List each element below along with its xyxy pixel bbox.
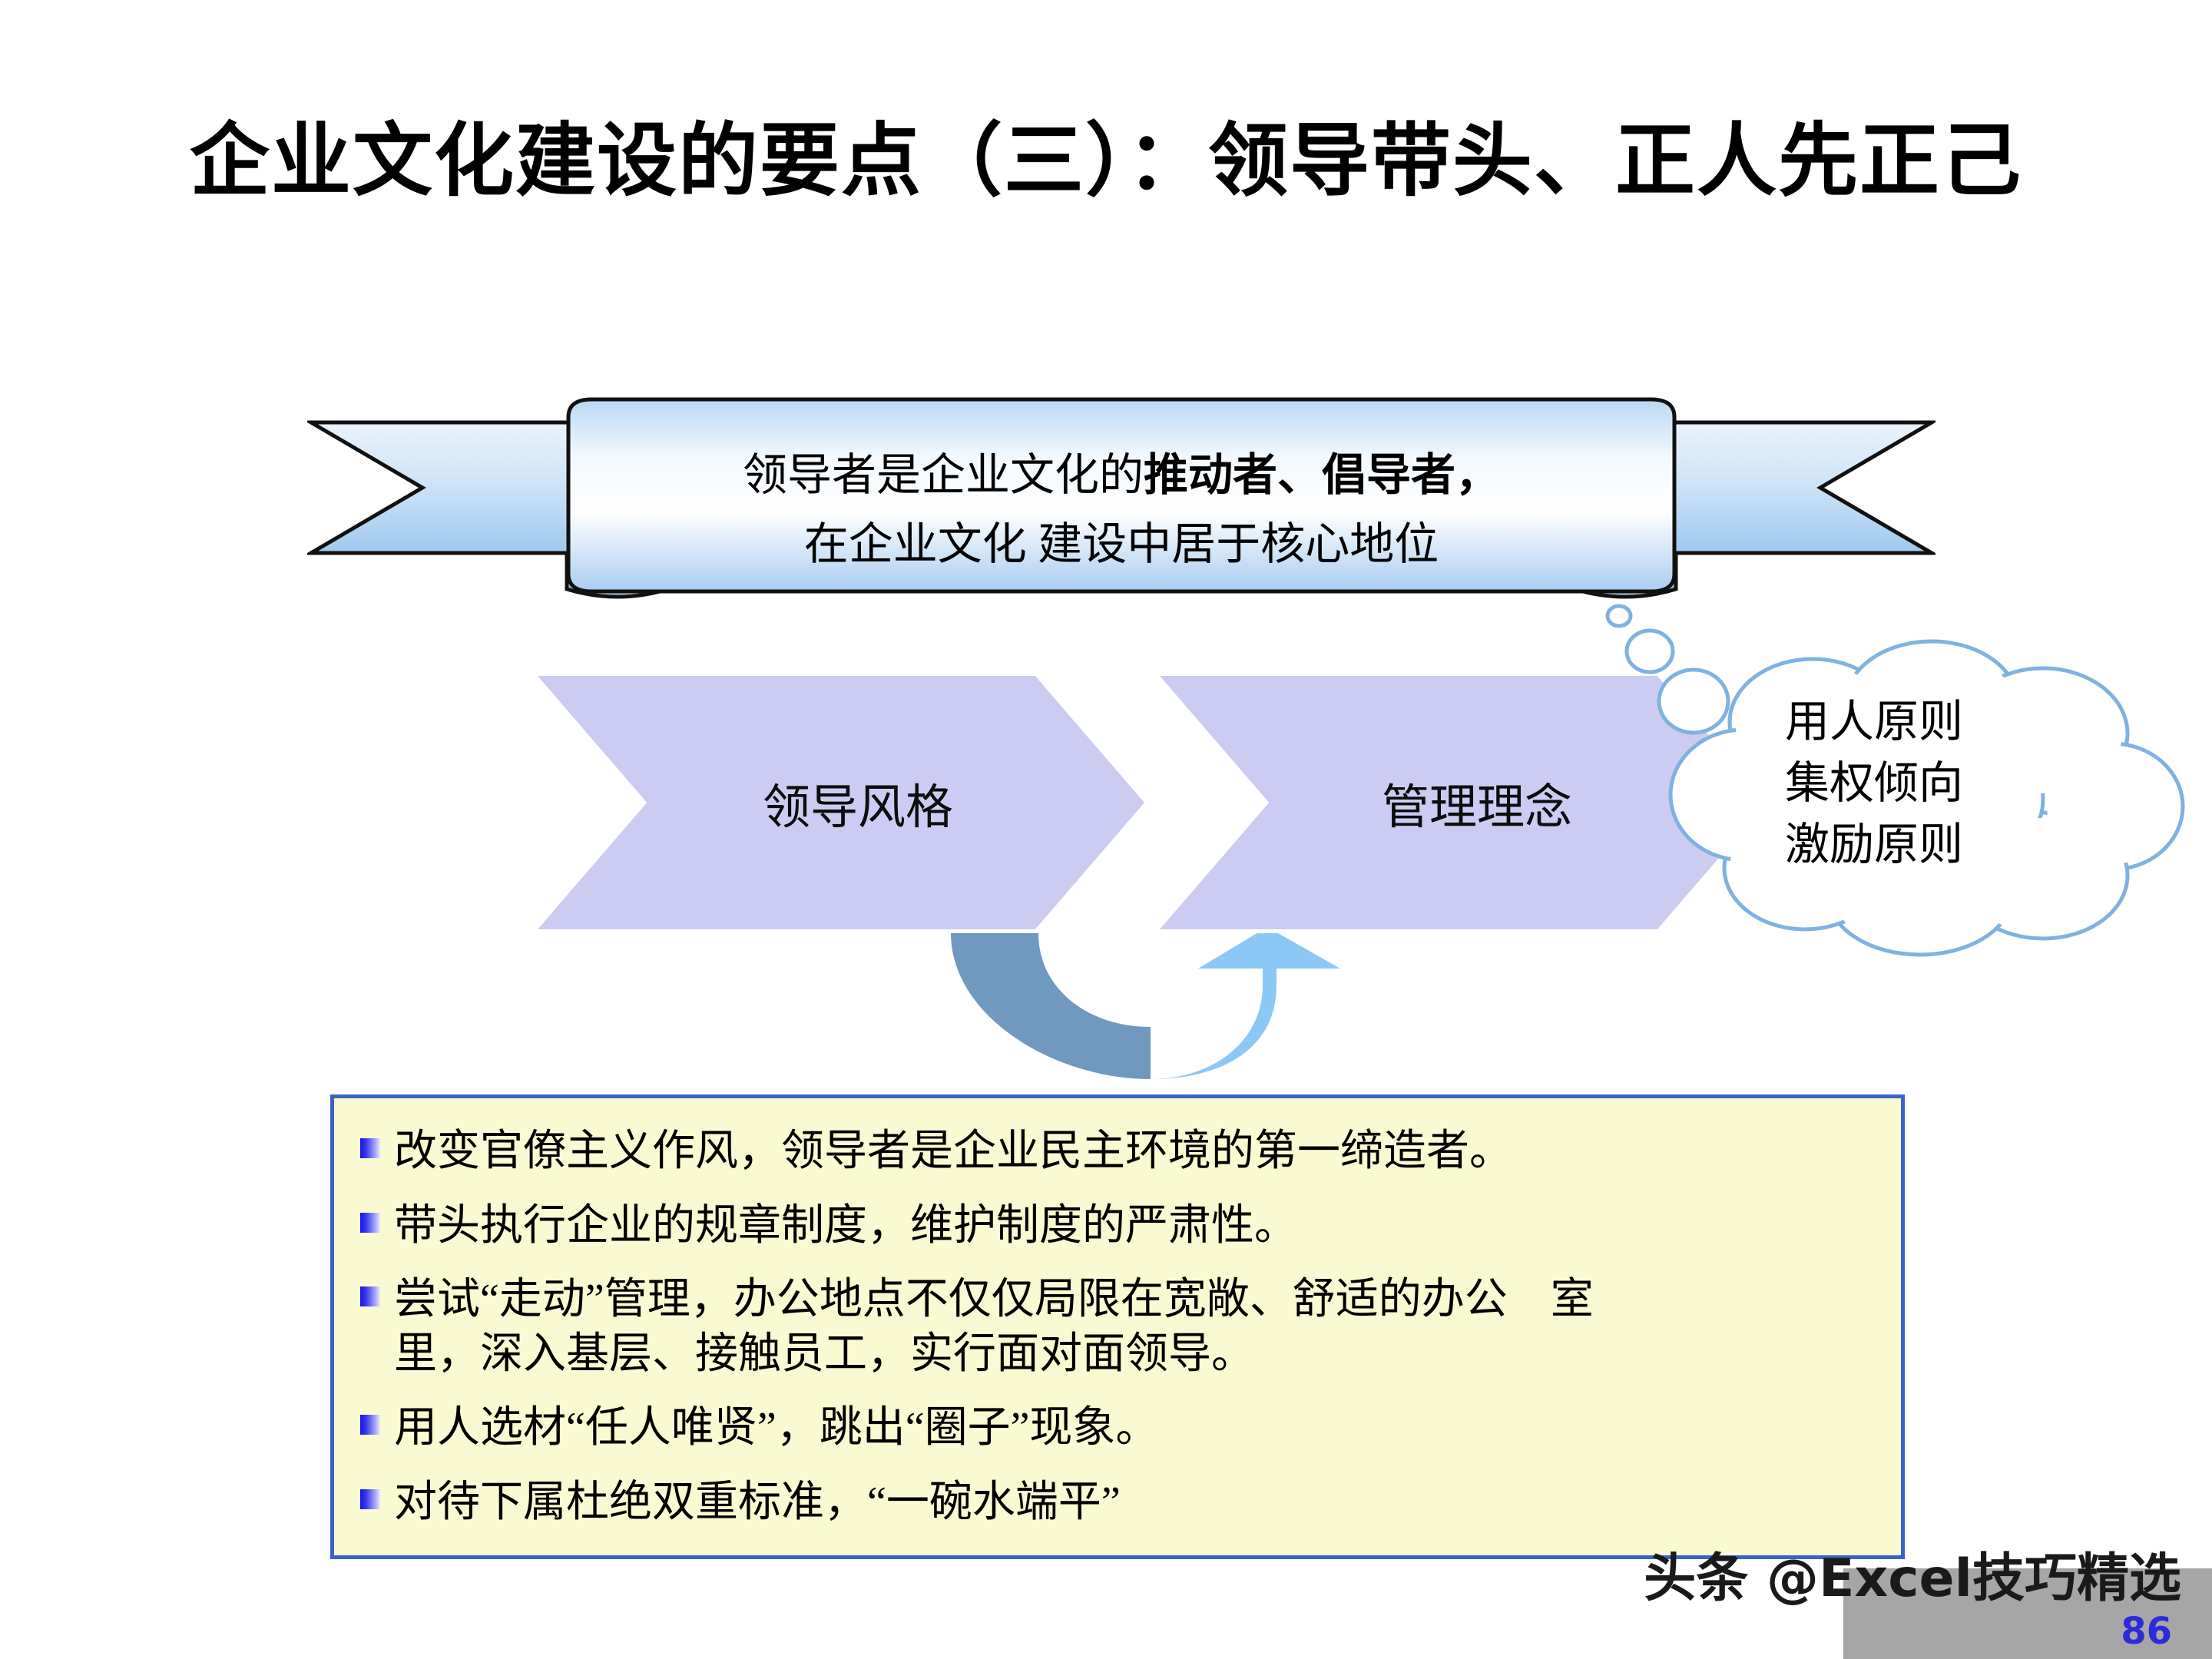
page-title: 企业文化建设的要点（三）：领导带头、正人先正己 [189,114,2022,207]
thought-bubble-medium [1624,628,1675,674]
ribbon-right-tail [1672,420,1936,555]
bullet-item: 对待下属杜绝双重标准，“一碗水端平” [357,1475,1870,1530]
bullet-line: 尝试“走动”管理，办公地点不仅仅局限在宽敞、舒适的办公 室 [394,1276,1594,1324]
bullet-text: 带头执行企业的规章制度，维护制度的严肃性。 [394,1199,1870,1253]
watermark: 头条 @Excel技巧精选 [1644,1548,2181,1609]
bullet-text: 尝试“走动”管理，办公地点不仅仅局限在宽敞、舒适的办公 室 里，深入基层、接触员… [394,1273,1870,1381]
chevron-leadership-style[interactable]: 领导风格 [538,676,1144,929]
bullet-panel: 改变官僚主义作风，领导者是企业民主环境的第一缔造者。 带头执行企业的规章制度，维… [330,1094,1905,1559]
bullet-item: 尝试“走动”管理，办公地点不仅仅局限在宽敞、舒适的办公 室 里，深入基层、接触员… [357,1273,1870,1381]
bullet-item: 用人选材“任人唯贤”，跳出“圈子”现象。 [357,1401,1870,1455]
bullet-line: 里，深入基层、接触员工，实行面对面领导。 [394,1330,1254,1378]
chevron-1-label: 领导风格 [762,782,953,834]
cycle-arrow-left-half [951,933,1151,1079]
thought-bubble-small [1605,604,1633,628]
bullet-item: 改变官僚主义作风，领导者是企业民主环境的第一缔造者。 [357,1124,1870,1179]
bullet-square-icon [360,1138,380,1158]
bullet-line: 用人选材“任人唯贤”，跳出“圈子”现象。 [394,1404,1159,1452]
cycle-arrow-icon [951,927,1340,1079]
cycle-arrow-right-half [1151,927,1340,1079]
ribbon-center-panel [566,397,1677,594]
ribbon-left-tail [307,420,571,555]
ribbon-shape [307,397,1936,599]
bullet-square-icon [360,1286,380,1307]
footer-gray-block [1843,1568,2212,1659]
bullet-line: 带头执行企业的规章制度，维护制度的严肃性。 [394,1201,1297,1250]
bullet-square-icon [360,1212,380,1233]
cycle-arrow [945,927,1359,1079]
bullet-text: 用人选材“任人唯贤”，跳出“圈子”现象。 [394,1401,1870,1455]
bullet-line: 改变官僚主义作风，领导者是企业民主环境的第一缔造者。 [394,1128,1512,1175]
bullet-line: 对待下属杜绝双重标准，“一碗水端平” [394,1478,1121,1526]
thought-cloud [1582,599,2189,960]
bullet-text: 改变官僚主义作风，领导者是企业民主环境的第一缔造者。 [394,1124,1870,1179]
bullet-square-icon [360,1488,380,1509]
thought-bubble-large [1657,667,1730,735]
page-number: 86 [2121,1610,2172,1653]
thought-cloud-shape [1605,604,2185,957]
ribbon-banner: 领导者是企业文化的推动者、倡导者， 在企业文化 建设中居于核心地位 [307,396,1936,630]
bullet-text: 对待下属杜绝双重标准，“一碗水端平” [394,1475,1870,1530]
bullet-square-icon [360,1415,380,1435]
chevron-2-label: 管理理念 [1381,782,1572,834]
bullet-item: 带头执行企业的规章制度，维护制度的严肃性。 [357,1199,1870,1253]
